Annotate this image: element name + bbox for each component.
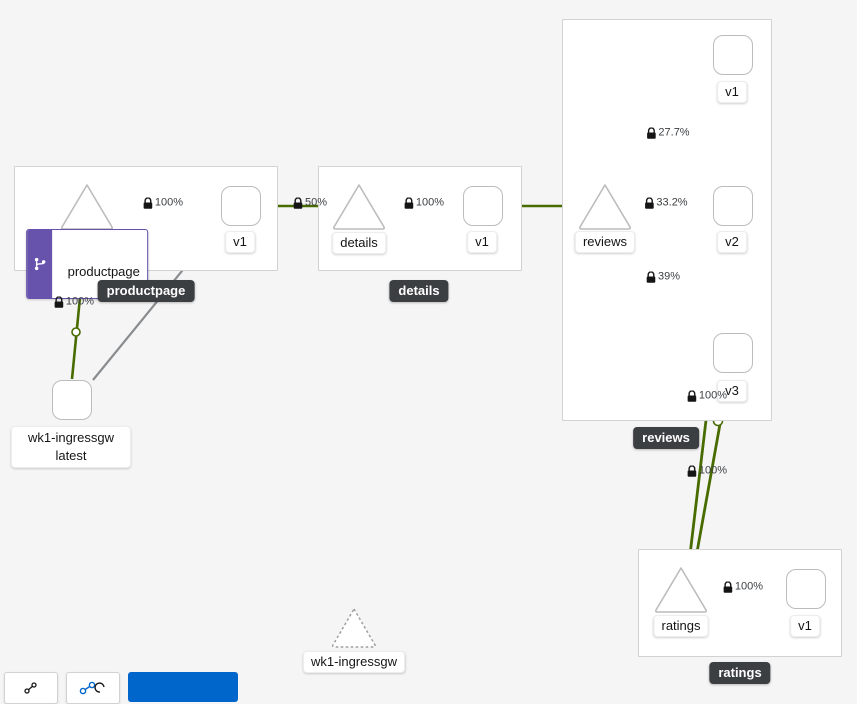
edge-label-details-service-to-v1: 100% [404,197,444,210]
workload-node-ratings-v1[interactable] [786,569,826,609]
workload-label-details-v1[interactable]: v1 [467,231,497,253]
edge-label-productpage-service-to-v1: 100% [143,197,183,210]
edge-percent: 33.2% [656,196,688,209]
edge-percent: 50% [304,196,328,209]
workload-node-ingressgw[interactable] [52,380,92,420]
workload-label-reviews-v1[interactable]: v1 [717,81,747,103]
edge-percent: 27.7% [658,126,690,139]
edge-percent: 100% [734,580,764,593]
workload-label-ingressgw[interactable]: wk1-ingressgw latest [11,426,131,468]
service-label-reviews[interactable]: reviews [574,231,636,253]
edge-percent: 100% [415,196,445,209]
lock-icon [687,390,697,402]
graph-primary-button[interactable] [128,672,238,702]
edge-label-reviews-service-to-v1: 27.7% [646,126,690,140]
edge-percent: 100% [65,295,95,308]
workload-label-reviews-v3[interactable]: v3 [717,380,747,402]
group-label-reviews[interactable]: reviews [633,427,699,449]
workload-node-reviews-v2[interactable] [713,186,753,226]
workload-node-productpage-v1[interactable] [221,186,261,226]
edge-percent: 100% [154,196,184,209]
zoom-reset-chip[interactable] [66,672,120,704]
service-label-ratings[interactable]: ratings [653,615,709,637]
lock-icon [646,271,656,283]
edge-label-ingressgw-to-productpage-service: 100% [54,296,94,309]
workload-node-details-v1[interactable] [463,186,503,226]
workload-label-ratings-v1[interactable]: v1 [790,615,820,637]
lock-icon [54,296,64,308]
edge-label-productpage-v1-to-details-service: 50% [293,197,327,210]
group-label-productpage[interactable]: productpage [97,280,195,302]
service-label-wk1-ingressgw-outside[interactable]: wk1-ingressgw [303,651,405,673]
edge-label-reviews-service-to-v2: 33.2% [644,196,688,210]
edge-marker-dot [71,327,81,337]
lock-icon [143,197,153,209]
service-label-text: productpage [67,264,140,279]
graph-bottom-toolbar[interactable] [0,672,260,704]
node-link-icon [79,681,105,695]
lock-icon [404,197,414,209]
workload-label-productpage-v1[interactable]: v1 [225,231,255,253]
edge-percent: 39% [657,270,681,283]
virtual-service-icon [27,230,53,298]
edge-label-reviews-service-to-v3: 39% [646,271,680,284]
group-label-details[interactable]: details [389,280,449,302]
edge-label-reviews-v3-to-ratings-service: 100% [687,465,727,478]
lock-icon [646,127,656,139]
workload-node-reviews-v1[interactable] [713,35,753,75]
group-label-ratings[interactable]: ratings [709,662,771,684]
lock-icon [644,197,654,209]
legend-icon [24,682,37,694]
edge-percent: 100% [698,389,728,402]
edge-label-ratings-service-to-v1: 100% [723,581,763,594]
workload-node-reviews-v3[interactable] [713,333,753,373]
edge-percent: 100% [698,464,728,477]
legend-chip[interactable] [4,672,58,704]
edge-label-reviews-v2-to-ratings-service: 100% [687,390,727,403]
lock-icon [293,197,303,209]
lock-icon [723,581,733,593]
service-label-details[interactable]: details [332,232,386,254]
lock-icon [687,465,697,477]
workload-label-reviews-v2[interactable]: v2 [717,231,747,253]
